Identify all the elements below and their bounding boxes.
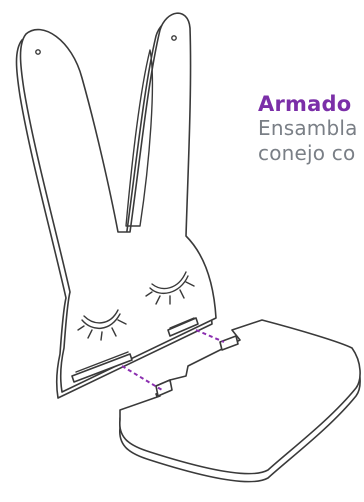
instruction-line-2: conejo co: [258, 141, 356, 165]
base-tab-left: [155, 379, 173, 397]
instruction-line-1: Ensambla: [258, 116, 358, 140]
ear-hole-left: [35, 49, 41, 55]
base-tab-right: [219, 335, 239, 351]
ear-hole-right: [171, 35, 177, 41]
eye-left: [77, 309, 127, 341]
bunny-board: [19, 12, 217, 393]
assembly-heading: Armado: [258, 92, 352, 116]
base-board: [119, 319, 361, 475]
alignment-guide-right: [195, 329, 225, 343]
ear-slot: [125, 49, 154, 227]
eye-right: [145, 271, 195, 305]
alignment-guide-left: [121, 365, 163, 391]
slot-left: [71, 351, 133, 383]
slot-right: [167, 317, 199, 337]
